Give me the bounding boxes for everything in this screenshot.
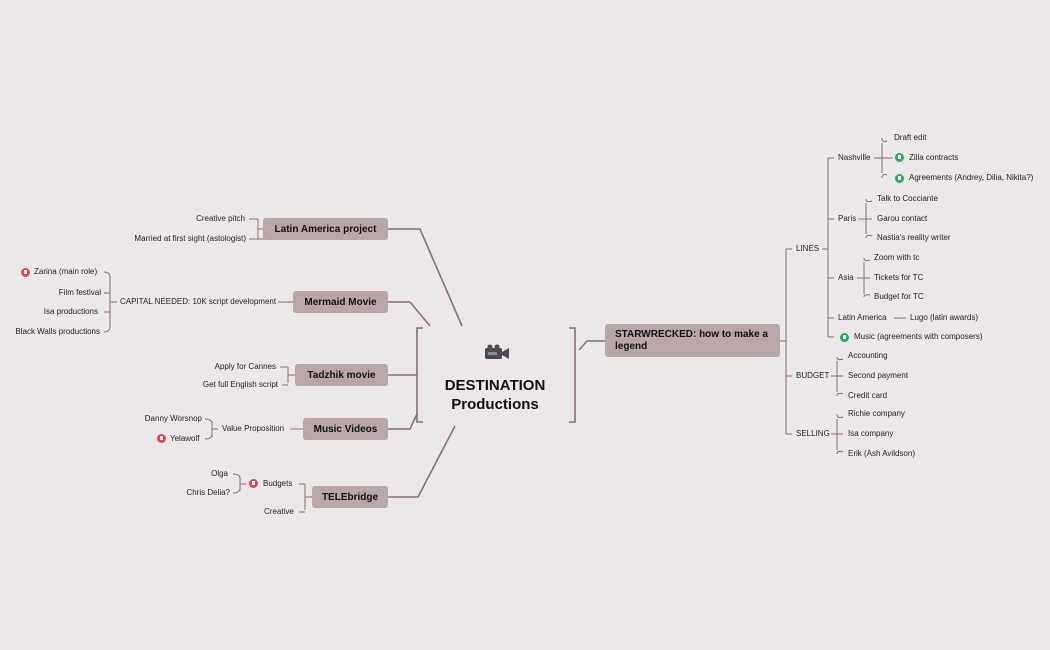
- lines-asia[interactable]: Asia: [838, 273, 854, 282]
- link-latin: [388, 228, 463, 327]
- paris-nastia-writer[interactable]: Nastia's reality writer: [877, 233, 951, 242]
- link-music: [388, 413, 418, 430]
- flag-red-icon: [249, 479, 258, 488]
- tadzhik-apply-cannes[interactable]: Apply for Cannes: [214, 362, 276, 371]
- tele-budgets[interactable]: Budgets: [263, 479, 293, 488]
- topic-music-videos[interactable]: Music Videos: [303, 418, 388, 440]
- flag-green-icon: [840, 333, 849, 342]
- mermaid-black-walls[interactable]: Black Walls productions: [15, 327, 100, 336]
- latin-married-first-sight[interactable]: Married at first sight (astologist): [134, 234, 246, 243]
- music-value-proposition[interactable]: Value Proposition: [222, 424, 285, 433]
- star-selling[interactable]: SELLING: [796, 429, 830, 438]
- latin-creative-pitch[interactable]: Creative pitch: [196, 214, 245, 223]
- mermaid-film-festival[interactable]: Film festival: [58, 288, 101, 297]
- central-title-line1: DESTINATION: [444, 377, 546, 394]
- lines-paris[interactable]: Paris: [838, 214, 857, 223]
- budget-second-payment[interactable]: Second payment: [848, 371, 909, 380]
- music-yelawolf[interactable]: Yelawolf: [170, 434, 200, 443]
- music-danny-worsnop[interactable]: Danny Worsnop: [144, 414, 202, 423]
- topic-starwrecked[interactable]: STARWRECKED: how to make a legend: [605, 324, 780, 357]
- central-bracket-right: [569, 327, 576, 423]
- tadzhik-english-script[interactable]: Get full English script: [202, 380, 278, 389]
- mermaid-zarina[interactable]: Zarina (main role): [34, 267, 98, 276]
- central-topic[interactable]: DESTINATION Productions: [430, 376, 560, 414]
- budget-accounting[interactable]: Accounting: [848, 351, 888, 360]
- nashville-draft-edit[interactable]: Draft edit: [894, 133, 927, 142]
- flag-red-icon: [21, 268, 30, 277]
- topic-telebridge[interactable]: TELEbridge: [312, 486, 388, 508]
- link-mermaid: [388, 301, 431, 327]
- topic-mermaid-movie[interactable]: Mermaid Movie: [293, 291, 388, 313]
- paris-garou-contact[interactable]: Garou contact: [877, 214, 928, 223]
- paris-talk-cocciante[interactable]: Talk to Cocciante: [877, 194, 938, 203]
- topic-latin-america-project[interactable]: Latin America project: [263, 218, 388, 240]
- tele-creative[interactable]: Creative: [264, 507, 294, 516]
- selling-erik[interactable]: Erik (Ash Avildson): [848, 449, 915, 458]
- asia-tickets[interactable]: Tickets for TC: [874, 273, 924, 282]
- link-star: [578, 340, 605, 351]
- nashville-agreements[interactable]: Agreements (Andrey, Dilia, Nikita?): [909, 173, 1034, 182]
- asia-budget[interactable]: Budget for TC: [874, 292, 924, 301]
- central-bracket-left: [416, 327, 423, 423]
- star-lines[interactable]: LINES: [796, 244, 820, 253]
- star-budget[interactable]: BUDGET: [796, 371, 830, 380]
- flag-red-icon: [157, 434, 166, 443]
- selling-richie[interactable]: Richie company: [848, 409, 905, 418]
- latam-lugo[interactable]: Lugo (latin awards): [910, 313, 979, 322]
- flag-green-icon: [895, 153, 904, 162]
- nashville-zilla-contracts[interactable]: Zilla contracts: [909, 153, 959, 162]
- lines-nashville[interactable]: Nashville: [838, 153, 871, 162]
- budget-credit-card[interactable]: Credit card: [848, 391, 888, 400]
- selling-isa[interactable]: Isa company: [848, 429, 894, 438]
- asia-zoom[interactable]: Zoom with tc: [874, 253, 920, 262]
- video-camera-icon: [485, 344, 509, 359]
- flag-green-icon: [895, 174, 904, 183]
- lines-latin-america[interactable]: Latin America: [838, 313, 887, 322]
- tele-chris-delia[interactable]: Chris Delia?: [186, 488, 230, 497]
- mermaid-capital-needed[interactable]: CAPITAL NEEDED: 10K script development: [120, 297, 277, 306]
- central-title-line2: Productions: [451, 396, 539, 413]
- topic-tadzhik-movie[interactable]: Tadzhik movie: [295, 364, 388, 386]
- link-tele: [388, 425, 456, 498]
- lines-music-agreements[interactable]: Music (agreements with composers): [854, 332, 983, 341]
- mermaid-isa-productions[interactable]: Isa productions: [43, 307, 98, 316]
- tele-olga[interactable]: Olga: [211, 469, 228, 478]
